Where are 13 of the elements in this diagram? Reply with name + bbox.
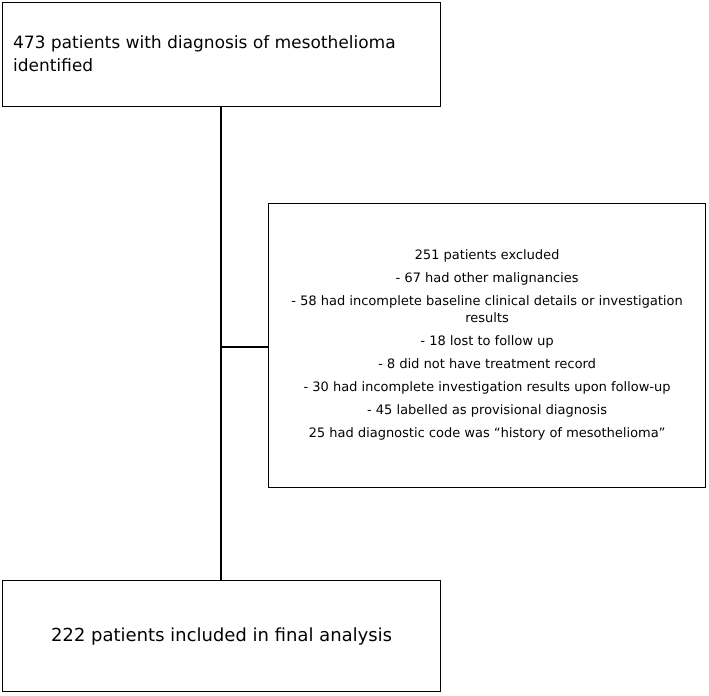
exclusion-item: - 30 had incomplete investigation results upon follow-up xyxy=(303,380,671,397)
process-box xyxy=(2,2,441,107)
exclusion-item: - 18 lost to follow up xyxy=(420,334,554,351)
box-heading: 222 patients included in final analysis xyxy=(50,624,392,648)
exclusion-item: - 8 did not have treatment record xyxy=(378,356,596,374)
exclusion-item: - 67 had other malignancies xyxy=(396,271,578,288)
process-box xyxy=(268,203,706,488)
box-heading: 473 patients with diagnosis of mesothelioma identified xyxy=(13,32,397,77)
exclusion-item: 25 had diagnostic code was “history of mesothelioma” xyxy=(308,426,666,442)
exclusion-item: - 58 had incomplete baseline clinical details or investigation results xyxy=(290,294,684,328)
exclusion-item: - 45 labelled as provisional diagnosis xyxy=(366,402,608,420)
box-heading: 251 patients excluded xyxy=(414,248,560,266)
process-box xyxy=(2,580,441,692)
